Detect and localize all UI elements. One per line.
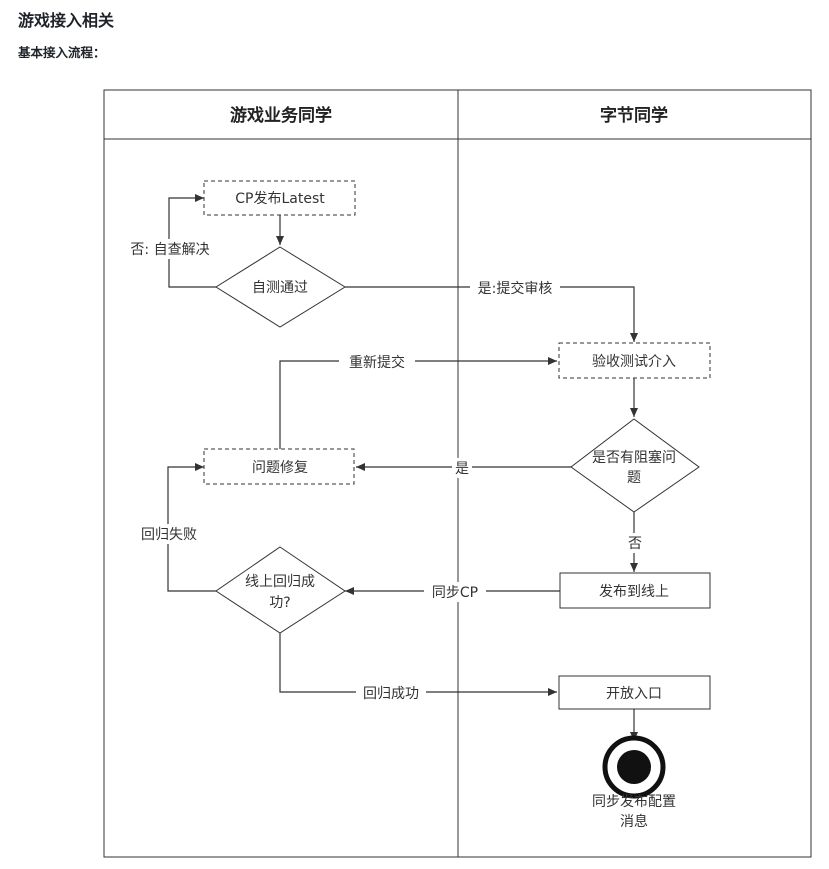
node-open-entry	[558, 675, 711, 710]
node-self-test-label: 自测通过	[252, 280, 308, 296]
node-blocking-decision	[570, 418, 700, 513]
edge-fix-resubmit	[279, 357, 557, 449]
node-cp-publish-latest-label: CP发布Latest	[235, 191, 325, 207]
end-node-label-line1: 同步发布配置	[592, 794, 676, 810]
node-regress-label-line2: 功?	[269, 595, 290, 611]
node-issue-fix-label: 问题修复	[252, 459, 308, 476]
node-issue-fix	[203, 448, 355, 485]
page-title: 游戏接入相关	[18, 11, 115, 30]
node-blocking-label-line2: 题	[627, 470, 641, 486]
edge-label-yes: 是	[455, 461, 469, 477]
edge-label-self-fix: 否: 自查解决	[130, 242, 209, 258]
node-self-test-decision	[215, 246, 346, 328]
node-open-entry-label: 开放入口	[606, 686, 662, 702]
section-subtitle: 基本接入流程：	[18, 45, 106, 60]
edge-label-sync-cp: 同步CP	[432, 585, 478, 601]
edge-regress-success	[279, 633, 557, 696]
edge-label-no: 否	[628, 536, 642, 552]
node-regress-label-line1: 线上回归成	[245, 573, 315, 590]
end-node-label-line2: 消息	[620, 813, 648, 830]
node-acceptance-test	[558, 342, 711, 379]
node-blocking-label-line1: 是否有阻塞问	[592, 449, 676, 466]
edge-label-regress-success: 回归成功	[363, 685, 419, 702]
edge-label-regress-fail: 回归失败	[141, 526, 197, 543]
lane-header-bytedance-team: 字节同学	[600, 105, 668, 126]
end-node	[602, 735, 666, 799]
lane-header-game-team: 游戏业务同学	[230, 105, 332, 126]
node-publish-online-label: 发布到线上	[599, 584, 669, 600]
edge-selftest-to-acceptance	[345, 286, 638, 342]
node-publish-online	[559, 572, 711, 609]
node-cp-publish-latest	[203, 180, 356, 216]
edge-label-resubmit: 重新提交	[349, 354, 405, 371]
node-acceptance-test-label: 验收测试介入	[592, 354, 676, 370]
node-regress-decision	[215, 546, 346, 634]
edge-label-submit-review: 是:提交审核	[478, 280, 553, 297]
